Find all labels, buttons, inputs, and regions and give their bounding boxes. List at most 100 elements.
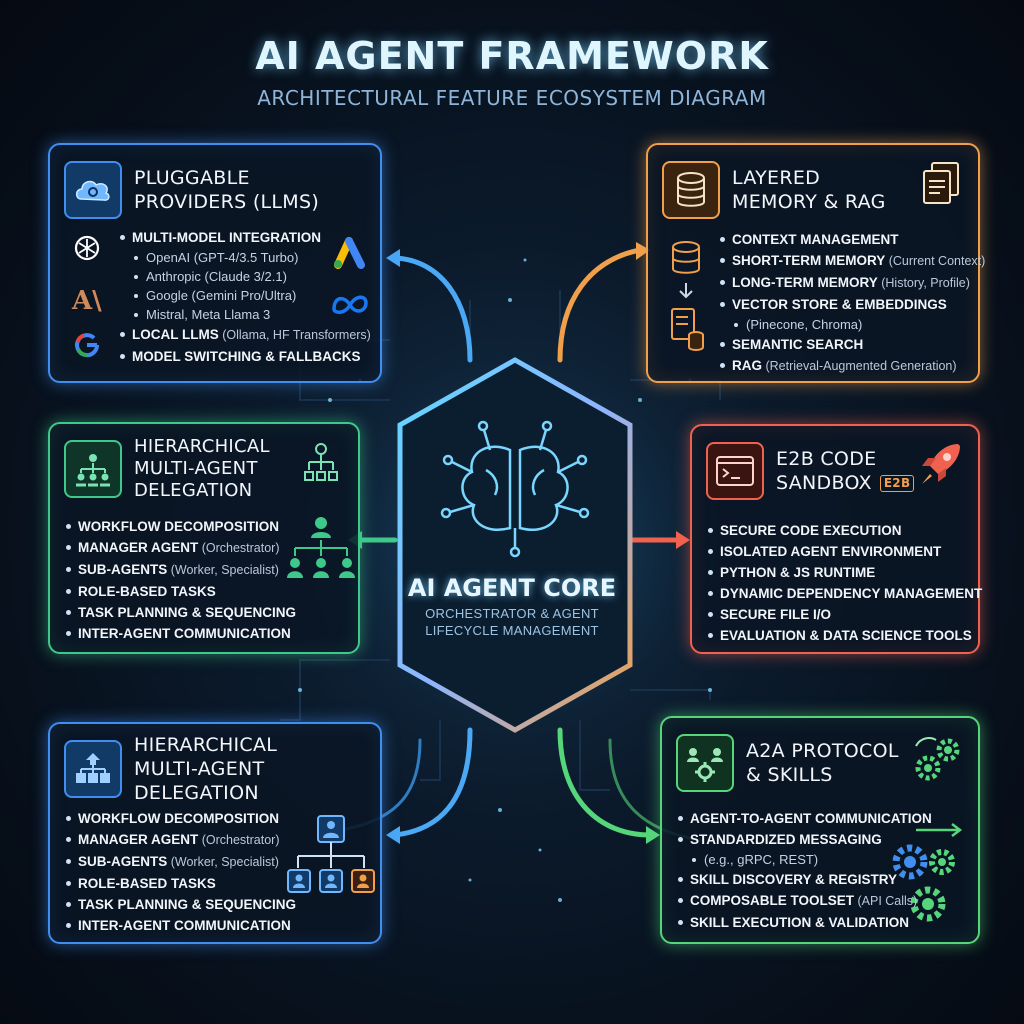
providers-title-line2: PROVIDERS (LLMs): [134, 191, 320, 213]
wire-to-delegation-bottom: [392, 727, 473, 838]
list-item: MULTI-MODEL INTEGRATION: [118, 227, 366, 248]
list-item: MANAGER AGENT (Orchestrator): [64, 829, 366, 851]
list-item: SEMANTIC SEARCH: [718, 334, 964, 355]
list-item-note: (Retrieval-Augmented Generation): [762, 359, 957, 373]
list-item-label: VECTOR STORE & EMBEDDINGS: [732, 297, 947, 312]
memory-title-line1: LAYERED: [732, 167, 821, 189]
list-item-label: WORKFLOW DECOMPOSITION: [78, 519, 279, 534]
list-item-note: (History, Profile): [877, 276, 970, 290]
delegation-bottom-title-line2: MULTI-AGENT DELEGATION: [134, 758, 265, 804]
list-item: MANAGER AGENT (Orchestrator): [64, 537, 344, 559]
list-item-label: MODEL SWITCHING & FALLBACKS: [132, 349, 361, 364]
list-item-label: INTER-AGENT COMMUNICATION: [78, 918, 291, 933]
list-item-label: SKILL EXECUTION & VALIDATION: [690, 915, 910, 930]
core-subtitle-line1: ORCHESTRATOR & AGENT: [425, 606, 599, 621]
list-item: WORKFLOW DECOMPOSITION: [64, 808, 366, 829]
panel-memory: LAYERED MEMORY & RAG CONTEXT MANAGEMENT S…: [646, 143, 985, 383]
list-item-label: SKILL DISCOVERY & REGISTRY: [690, 872, 898, 887]
providers-title-line1: PLUGGABLE: [134, 167, 250, 189]
delegation-top-title-line1: HIERARCHICAL: [134, 436, 270, 457]
list-item: ROLE-BASED TASKS: [64, 581, 344, 602]
list-item-label: (Pinecone, Chroma): [746, 317, 863, 332]
list-item-label: CONTEXT MANAGEMENT: [732, 232, 899, 247]
arrow-sandbox-icon: [676, 531, 690, 549]
arrow-delegation-bottom-icon: [386, 826, 400, 844]
list-item-label: ISOLATED AGENT ENVIRONMENT: [720, 544, 942, 559]
sandbox-title-line1: E2B CODE: [776, 448, 877, 470]
list-item: RAG (Retrieval-Augmented Generation): [718, 355, 964, 377]
list-item-note: (Worker, Specialist): [167, 855, 279, 869]
list-item: DYNAMIC DEPENDENCY MANAGEMENT: [706, 583, 982, 604]
list-item-label: DYNAMIC DEPENDENCY MANAGEMENT: [720, 586, 983, 601]
list-item: TASK PLANNING & SEQUENCING: [64, 894, 366, 915]
list-item: SUB-AGENTS (Worker, Specialist): [64, 851, 366, 873]
list-item: VECTOR STORE & EMBEDDINGS: [718, 294, 964, 315]
wire-to-memory: [557, 247, 643, 363]
page-title: AI AGENT FRAMEWORK: [255, 34, 769, 78]
list-item: (e.g., gRPC, REST): [676, 850, 964, 869]
panel-delegation-top: HIERARCHICAL MULTI-AGENT DELEGATION WORK…: [48, 422, 360, 654]
list-item-label: INTER-AGENT COMMUNICATION: [78, 626, 291, 641]
documents-icon: [920, 161, 962, 210]
memory-feature-list: CONTEXT MANAGEMENT SHORT-TERM MEMORY (Cur…: [718, 229, 985, 377]
google-ads-icon: [332, 235, 368, 274]
org-chart-icon: [64, 440, 122, 498]
wire-to-a2a: [557, 727, 653, 838]
list-item-label: (e.g., gRPC, REST): [704, 852, 819, 867]
list-item: OpenAI (GPT-4/3.5 Turbo): [118, 248, 366, 267]
list-item: INTER-AGENT COMMUNICATION: [64, 915, 366, 936]
list-item: AGENT-TO-AGENT COMMUNICATION: [676, 808, 964, 829]
arrow-memory-icon: [636, 242, 650, 260]
skills-gears-icon: [888, 822, 968, 931]
list-item-label: TASK PLANNING & SEQUENCING: [78, 897, 297, 912]
list-item-note: (Current Context): [885, 254, 986, 268]
delegation-top-title-line2: MULTI-AGENT: [134, 458, 258, 479]
list-item-label: ROLE-BASED TASKS: [78, 584, 216, 599]
page-subtitle: ARCHITECTURAL FEATURE ECOSYSTEM DIAGRAM: [257, 86, 767, 110]
list-item: SHORT-TERM MEMORY (Current Context): [718, 250, 985, 272]
list-item-label: TASK PLANNING & SEQUENCING: [78, 605, 297, 620]
openai-icon: [74, 235, 100, 261]
arrow-providers-icon: [386, 249, 400, 267]
anthropic-icon: A\: [72, 286, 102, 316]
gears-icon: [912, 734, 968, 789]
delegation-top-title-line3: DELEGATION: [134, 480, 253, 501]
a2a-title-line2: & SKILLS: [746, 764, 833, 786]
list-item: SECURE CODE EXECUTION: [706, 520, 964, 541]
list-item: TASK PLANNING & SEQUENCING: [64, 602, 344, 623]
list-item-note: (Orchestrator): [198, 541, 280, 555]
list-item: (Pinecone, Chroma): [718, 315, 964, 334]
sandbox-feature-list: SECURE CODE EXECUTION ISOLATED AGENT ENVI…: [706, 520, 982, 646]
list-item-label: OpenAI (GPT-4/3.5 Turbo): [146, 250, 299, 265]
memory-title-line2: MEMORY & RAG: [732, 191, 886, 213]
list-item-label: MULTI-MODEL INTEGRATION: [132, 230, 321, 245]
org-chart-icon: [64, 740, 122, 798]
list-item: STANDARDIZED MESSAGING: [676, 829, 964, 850]
list-item: ROLE-BASED TASKS: [64, 873, 366, 894]
list-item: Anthropic (Claude 3/2.1): [118, 267, 366, 286]
list-item: SKILL EXECUTION & VALIDATION: [676, 912, 964, 933]
panel-providers: PLUGGABLE PROVIDERS (LLMs) A\ MULTI-MODE…: [48, 143, 382, 383]
arrow-a2a-icon: [646, 826, 660, 844]
list-item: LONG-TERM MEMORY (History, Profile): [718, 272, 970, 294]
database-icon: [662, 161, 720, 219]
list-item: Google (Gemini Pro/Ultra): [118, 286, 366, 305]
list-item-label: MANAGER AGENT: [78, 540, 199, 555]
delegation-bottom-title-line1: HIERARCHICAL: [134, 734, 278, 756]
core-subtitle-line2: LIFECYCLE MANAGEMENT: [425, 623, 599, 638]
list-item-label: SECURE FILE I/O: [720, 607, 832, 622]
a2a-title-line1: A2A PROTOCOL: [746, 740, 899, 762]
list-item-label: PYTHON & JS RUNTIME: [720, 565, 876, 580]
list-item: LOCAL LLMS (Ollama, HF Transformers): [118, 324, 371, 346]
core-title: AI AGENT CORE: [407, 574, 617, 602]
providers-feature-list: MULTI-MODEL INTEGRATION OpenAI (GPT-4/3.5…: [118, 227, 371, 367]
list-item-label: COMPOSABLE TOOLSET: [690, 893, 855, 908]
list-item: EVALUATION & DATA SCIENCE TOOLS: [706, 625, 972, 646]
list-item-label: Mistral, Meta Llama 3: [146, 307, 271, 322]
provider-logos: A\: [72, 233, 108, 365]
list-item-note: (API Calls): [854, 894, 918, 908]
list-item: SECURE FILE I/O: [706, 604, 964, 625]
list-item-label: WORKFLOW DECOMPOSITION: [78, 811, 279, 826]
